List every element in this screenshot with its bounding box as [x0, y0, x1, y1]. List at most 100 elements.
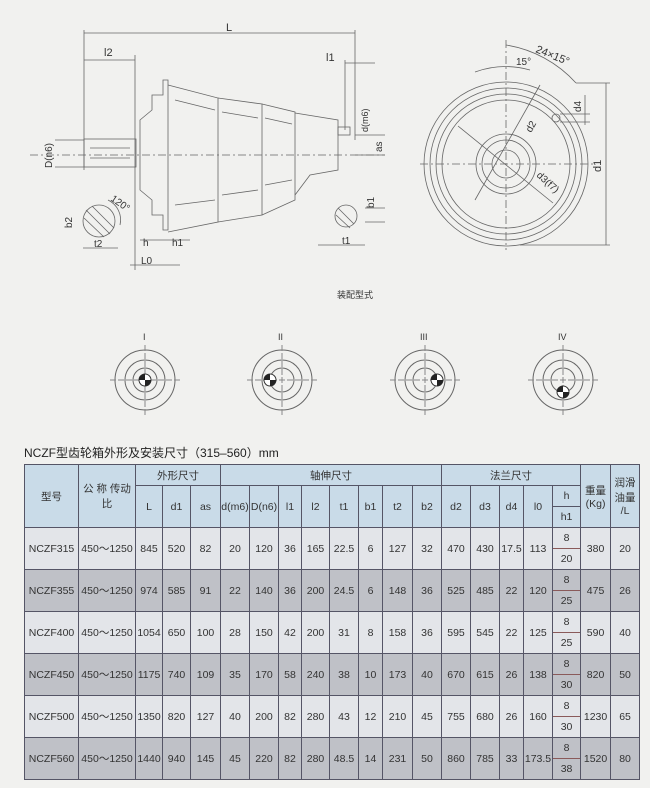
cell-value: 36 [278, 569, 303, 612]
cell-value: 145 [189, 737, 222, 780]
cell-value: 585 [162, 569, 191, 612]
cell-value: 974 [135, 569, 163, 612]
cell-h: 8 [553, 654, 581, 675]
cell-value: 595 [441, 611, 472, 654]
cell-model: NCZF560 [24, 737, 79, 780]
cell-value: 127 [189, 695, 222, 738]
cell-value: 31 [329, 611, 360, 654]
header-model: 型号 [24, 464, 79, 528]
cell-value: 173 [382, 653, 414, 696]
cell-model: NCZF500 [24, 695, 79, 738]
cell-oil: 65 [610, 695, 641, 738]
cell-model: NCZF315 [24, 527, 79, 570]
cell-value: 280 [301, 695, 331, 738]
dim-L: L [226, 22, 232, 34]
cell-value: 32 [412, 527, 443, 570]
cell-value: 22 [499, 611, 525, 654]
cell-value: 22.5 [329, 527, 360, 570]
cell-value: 280 [301, 737, 331, 780]
cell-value: 138 [523, 653, 554, 696]
cell-value: 28 [220, 611, 251, 654]
cell-value: 82 [189, 527, 222, 570]
cell-value: 120 [523, 569, 554, 612]
cell-value: 231 [382, 737, 414, 780]
header-col: d3 [470, 485, 501, 528]
cell-weight: 475 [580, 569, 612, 612]
cell-value: 148 [382, 569, 414, 612]
cell-value: 40 [412, 653, 443, 696]
cell-value: 42 [278, 611, 303, 654]
cell-value: 520 [162, 527, 191, 570]
cell-ratio: 450～1250 [78, 653, 136, 696]
dim-t2: t2 [94, 239, 103, 250]
cell-oil: 20 [610, 527, 641, 570]
cell-value: 1440 [135, 737, 163, 780]
cell-value: 26 [499, 653, 525, 696]
cell-weight: 820 [580, 653, 612, 696]
dim-b2: b2 [64, 216, 75, 228]
gearbox-drawing: L l2 l1 D(n6) d(m6) as 120° b2 t2 h h1 L… [30, 22, 610, 415]
header-col: l0 [523, 485, 554, 528]
mounting-type-label: IV [558, 332, 567, 342]
cell-value: 38 [329, 653, 360, 696]
cell-weight: 1520 [580, 737, 612, 780]
header-col: l1 [278, 485, 303, 528]
cell-value: 940 [162, 737, 191, 780]
cell-value: 12 [358, 695, 384, 738]
cell-h1: 30 [560, 721, 573, 733]
dim-15: 15° [516, 57, 531, 68]
mounting-type-label: II [278, 332, 283, 342]
cell-value: 1054 [135, 611, 163, 654]
cell-value: 200 [301, 569, 331, 612]
cell-value: 860 [441, 737, 472, 780]
mounting-types: I II III IV [110, 332, 598, 415]
cell-value: 200 [301, 611, 331, 654]
dim-d4: d4 [573, 100, 584, 112]
cell-model: NCZF355 [24, 569, 79, 612]
cell-value: 650 [162, 611, 191, 654]
drawing-caption: 装配型式 [337, 289, 373, 300]
mounting-type-1: I [110, 332, 180, 415]
header-col: d(m6) [220, 485, 251, 528]
cell-value: 615 [470, 653, 501, 696]
cell-h: 8 [553, 738, 581, 759]
cell-value: 45 [412, 695, 443, 738]
dim-d2: d2 [524, 119, 539, 135]
cell-value: 165 [301, 527, 331, 570]
header-flange: 法兰尺寸 [441, 464, 582, 486]
cell-value: 20 [220, 527, 251, 570]
header-h1: h1 [552, 506, 582, 528]
cell-value: 680 [470, 695, 501, 738]
header-col: d2 [441, 485, 472, 528]
cell-value: 755 [441, 695, 472, 738]
cell-value: 430 [470, 527, 501, 570]
dim-l2: l2 [104, 47, 113, 59]
cell-value: 845 [135, 527, 163, 570]
cell-value: 140 [249, 569, 280, 612]
cell-value: 173.5 [523, 737, 554, 780]
header-col: d1 [162, 485, 191, 528]
cell-value: 43 [329, 695, 360, 738]
header-col: t1 [329, 485, 360, 528]
flange-view [420, 40, 610, 250]
cell-value: 170 [249, 653, 280, 696]
dim-h1: h1 [172, 238, 184, 249]
cell-value: 50 [412, 737, 443, 780]
cell-h1: 38 [560, 763, 573, 775]
cell-value: 160 [523, 695, 554, 738]
table-title: NCZF型齿轮箱外形及安装尺寸（315–560）mm [24, 446, 279, 460]
header-col: b1 [358, 485, 384, 528]
header-ratio: 公 称 传动比 [78, 464, 136, 528]
header-col: t2 [382, 485, 414, 528]
cell-value: 125 [523, 611, 554, 654]
cell-oil: 50 [610, 653, 641, 696]
cell-value: 150 [249, 611, 280, 654]
dim-h: h [143, 238, 149, 249]
